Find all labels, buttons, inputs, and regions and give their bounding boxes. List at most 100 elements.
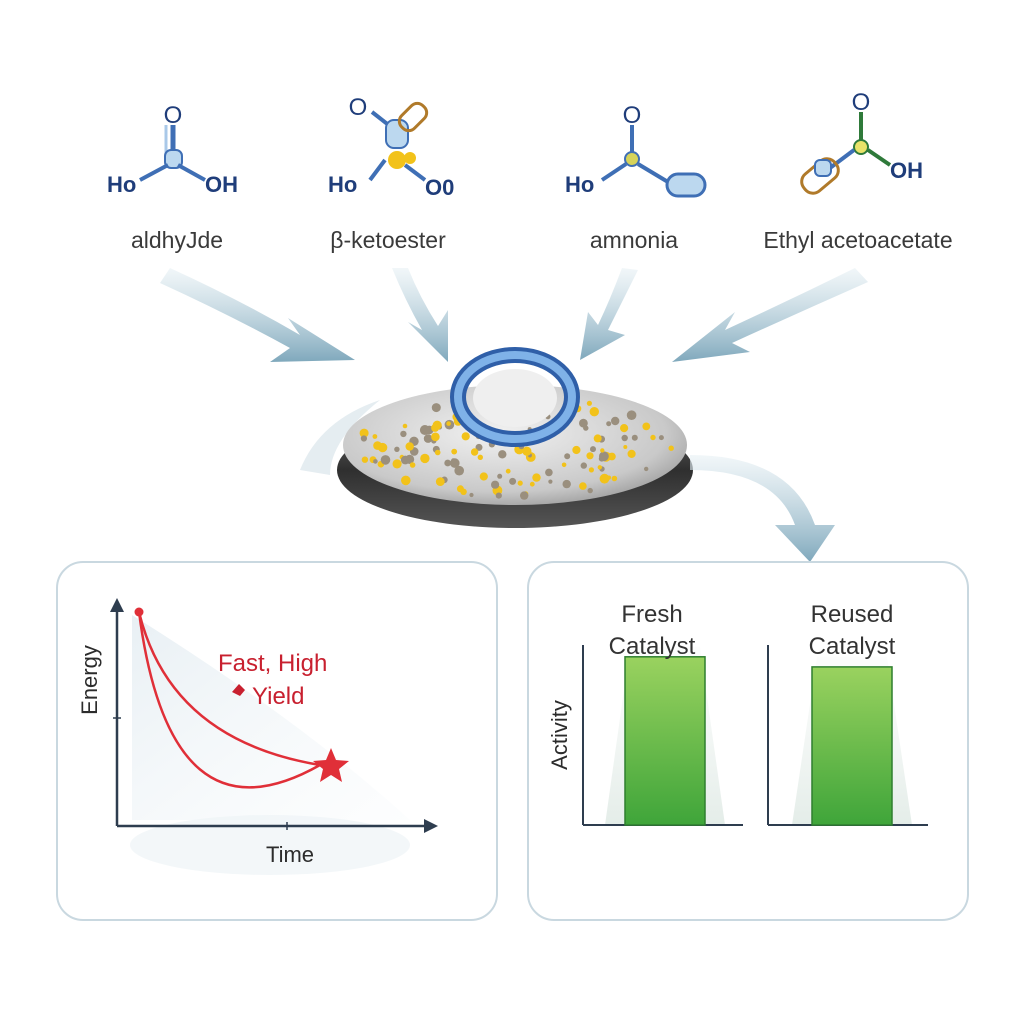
catalyst-particle [606,421,612,427]
arrow-icon [672,268,868,362]
activity-bar [624,656,706,826]
catalyst-particle [631,434,638,441]
catalyst-particle [517,480,523,486]
catalyst-particle [475,443,483,451]
catalyst-particle [470,448,479,456]
x-axis-title: Time [266,842,314,867]
marker-icon [232,684,245,696]
catalyst-particle [431,403,441,413]
reactant-label-ethyl-acetoacetate: Ethyl acetoacetate [763,227,952,253]
catalyst-particle [479,472,488,481]
catalyst-particle [373,441,382,450]
ammonia-molecule: O Ho [565,102,707,198]
atom-label: O [852,89,871,116]
reactant-label-beta-ketoester: β-ketoester [330,227,446,253]
catalyst-particle [497,473,503,479]
catalyst-particle [359,428,369,438]
catalyst-particle [393,462,399,468]
catalyst-particle [564,453,571,460]
catalyst-particle [419,425,430,435]
catalyst-particle [446,421,451,426]
arrow-icon [160,268,355,362]
beta-ketoester-molecule: O Ho O0 [328,94,454,200]
atom-label: O [349,94,368,121]
y-axis-title: Activity [547,700,572,770]
catalyst-particle [505,468,511,474]
catalyst-particle [586,400,593,406]
catalyst-particle [593,434,602,443]
catalyst-particle [498,450,507,459]
atom-label: O [623,102,642,129]
catalyst-particle [380,455,391,465]
catalyst-particle [400,430,407,438]
catalyst-particle [545,468,553,477]
catalyst-particle [434,449,441,456]
catalyst-particle [658,435,664,441]
atom-label: Ho [328,172,357,197]
atom-label: Ho [107,172,136,197]
catalyst-particle [627,449,636,458]
catalyst-particle [599,473,610,484]
catalyst-particles [359,400,674,500]
arrow-icon [392,268,448,362]
catalyst-particle [586,452,594,460]
catalyst-particle [373,459,378,464]
catalyst-particle [432,420,442,430]
catalyst-particle [454,465,465,476]
output-arrow-icon [690,455,835,562]
catalyst-particle [529,481,535,487]
catalyst-particle [611,416,620,426]
catalyst-particle [400,455,410,465]
catalyst-particle [361,456,369,463]
catalyst-particle [495,492,502,499]
catalyst-particle [621,434,628,442]
catalyst-particle [444,459,452,467]
annotation-line1: Fast, High [218,650,327,677]
catalyst-particle [572,445,581,455]
catalyst-particle [360,435,367,442]
bar-category-label: Reused [811,601,894,628]
catalyst-particle [435,477,445,486]
activity-bar [811,666,893,826]
catalyst-particle [401,475,411,486]
reactant-label-ammonia: amnonia [590,227,678,253]
catalyst-particle [650,434,656,441]
y-axis-title: Energy [77,645,102,715]
atom-label: OH [890,158,923,183]
catalyst-particle [402,423,408,429]
atom-label: O0 [425,175,454,200]
catalyst-particle [477,454,483,460]
reactant-arrows [160,268,868,362]
y-axis-arrow-icon [110,598,124,612]
star-icon [313,748,349,782]
catalyst-particle [600,448,605,453]
catalyst-ring [450,347,580,447]
reaction-curve-fast [137,611,321,767]
catalyst-particle [562,479,571,489]
catalyst-particle [599,451,609,462]
catalyst-particle [450,458,460,468]
catalyst-particle [548,479,553,484]
arrow-icon [580,268,638,360]
catalyst-particle [509,477,517,485]
catalyst-particle [520,491,529,500]
catalyst-particle [611,475,618,482]
catalyst-particle [420,453,430,464]
catalyst-particle [409,462,416,468]
reaction-curve [137,611,321,789]
catalyst-particle [597,465,602,470]
catalyst-particle [451,448,458,455]
catalyst-particle [456,485,464,493]
catalyst-particle [620,424,629,433]
annotation-line2: Yield [252,683,304,710]
bar-category-label: Catalyst [609,633,696,660]
catalyst-particle [532,473,541,482]
catalyst-particle [469,492,474,498]
catalyst-particle [461,432,470,441]
catalyst-particle [588,467,595,473]
catalyst-particle [491,480,500,489]
catalyst-particle [580,462,587,469]
catalyst-disc [300,347,835,562]
